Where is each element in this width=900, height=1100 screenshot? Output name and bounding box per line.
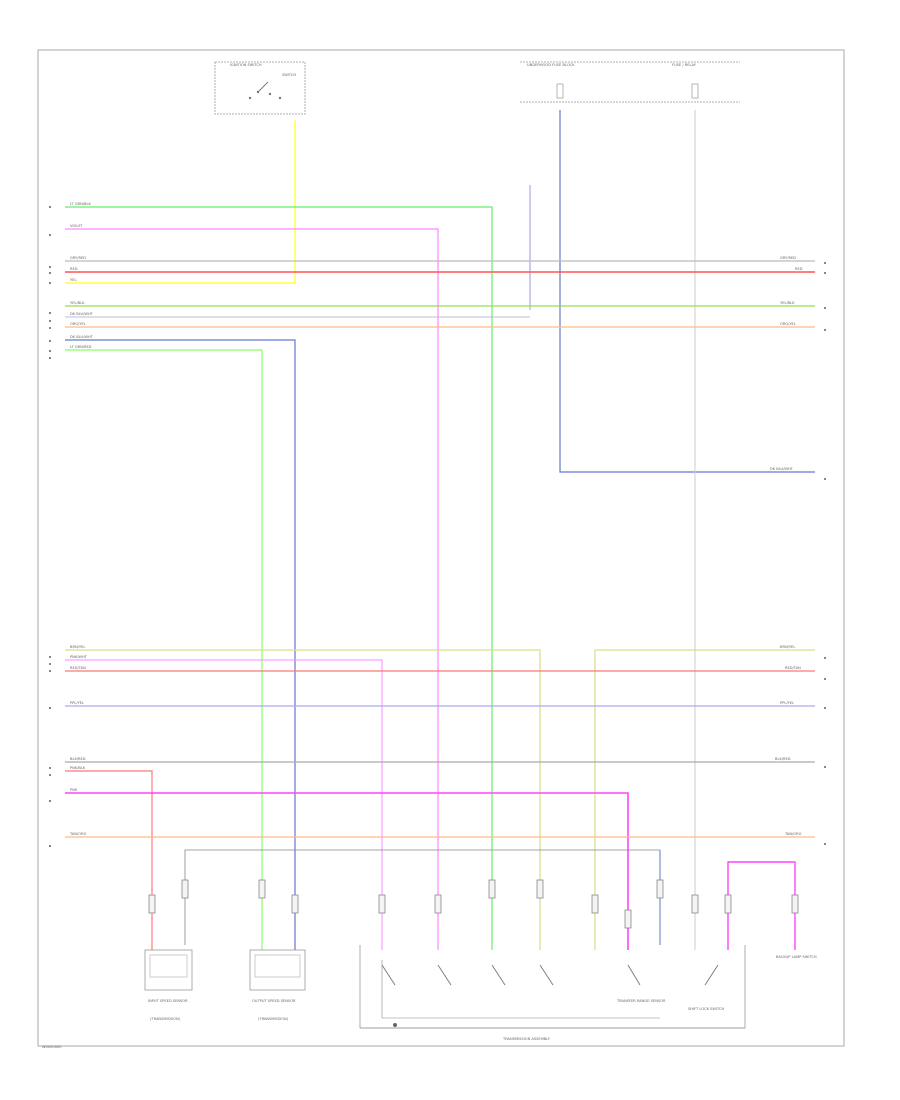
svg-text:DK BLU/WHT: DK BLU/WHT bbox=[70, 335, 94, 339]
input-speed-label: INPUT SPEED SENSOR bbox=[148, 999, 188, 1003]
output-speed-sub: (TRANSMISSION) bbox=[258, 1017, 289, 1021]
wire-brn-yel bbox=[65, 649, 541, 950]
svg-text:BRN/YEL: BRN/YEL bbox=[70, 645, 85, 649]
wire-yellow-ignition bbox=[65, 120, 296, 284]
wire-blue-2 bbox=[65, 339, 296, 950]
shift-lock-label: SHIFT LOCK SWITCH bbox=[688, 1007, 724, 1011]
svg-text:TAN/ORG: TAN/ORG bbox=[784, 832, 802, 836]
wire-pnk-wht bbox=[65, 659, 383, 950]
diagram-frame bbox=[37, 49, 845, 1047]
right-pin-marks bbox=[824, 262, 826, 845]
svg-text:RED: RED bbox=[70, 267, 78, 271]
svg-text:DK BLU/WHT: DK BLU/WHT bbox=[770, 467, 794, 471]
transmission-assembly: TRANSMISSION ASSEMBLY bbox=[359, 945, 746, 1041]
left-wire-labels: LT GRN/BLK VIOLET GRY/RED RED YEL YEL/BL… bbox=[69, 202, 94, 836]
wire-blue-fuse bbox=[559, 110, 815, 473]
wire-backup-loop bbox=[727, 861, 796, 950]
svg-text:BRN/YEL: BRN/YEL bbox=[780, 645, 795, 649]
ignition-switch-sub: SWITCH bbox=[282, 73, 296, 77]
svg-text:PNK/BLK: PNK/BLK bbox=[70, 766, 86, 770]
trans-range-label: TRANSFER RANGE SENSOR bbox=[616, 999, 666, 1003]
ignition-switch: IGNITION SWITCH SWITCH bbox=[214, 61, 306, 115]
svg-text:PPL/YEL: PPL/YEL bbox=[70, 701, 84, 705]
transmission-assembly-caption: TRANSMISSION ASSEMBLY bbox=[502, 1037, 551, 1041]
svg-text:ORG/YEL: ORG/YEL bbox=[780, 322, 796, 326]
footer-code: W0000000 bbox=[42, 1045, 62, 1049]
connector-stubs bbox=[148, 879, 799, 929]
svg-text:VIOLET: VIOLET bbox=[70, 224, 84, 228]
right-wire-labels: GRY/RED RED YEL/BLK ORG/YEL DK BLU/WHT B… bbox=[770, 256, 803, 836]
svg-text:RED: RED bbox=[795, 267, 803, 271]
svg-text:BLK/RED: BLK/RED bbox=[70, 757, 86, 761]
ground-bus bbox=[184, 849, 661, 945]
wire-pnk-blk bbox=[65, 770, 153, 950]
svg-text:LT GRN/BLK: LT GRN/BLK bbox=[70, 202, 91, 206]
svg-text:BLK/RED: BLK/RED bbox=[775, 757, 791, 761]
wire-ltgrn-blk bbox=[65, 206, 493, 950]
svg-text:GRY/RED: GRY/RED bbox=[70, 256, 86, 260]
backup-lamp-label: BACKUP LAMP SWITCH bbox=[776, 955, 817, 959]
svg-text:YEL/BLK: YEL/BLK bbox=[70, 301, 85, 305]
wire-pnk bbox=[65, 792, 629, 950]
svg-text:PNK: PNK bbox=[70, 788, 78, 792]
fuse-block-label: UNDERHOOD FUSE BLOCK bbox=[527, 63, 575, 67]
input-speed-sensor: INPUT SPEED SENSOR (TRANSMISSION) bbox=[144, 949, 193, 1021]
left-pin-marks bbox=[49, 206, 51, 847]
svg-text:LT GRN/RED: LT GRN/RED bbox=[70, 345, 92, 349]
svg-text:GRY/RED: GRY/RED bbox=[780, 256, 796, 260]
svg-text:PPL/YEL: PPL/YEL bbox=[780, 701, 794, 705]
input-speed-sub: (TRANSMISSION) bbox=[150, 1017, 181, 1021]
ignition-switch-label: IGNITION SWITCH bbox=[230, 63, 262, 67]
svg-text:ORG/YEL: ORG/YEL bbox=[70, 322, 86, 326]
wire-ltgrn-red bbox=[65, 349, 263, 950]
svg-text:YEL: YEL bbox=[70, 278, 76, 282]
wire-violet bbox=[65, 228, 439, 950]
svg-text:RED/TAN: RED/TAN bbox=[70, 666, 86, 670]
underhood-fuse-block: UNDERHOOD FUSE BLOCK FUSE / RELAY bbox=[520, 61, 740, 103]
svg-text:DK BLU/WHT: DK BLU/WHT bbox=[70, 312, 94, 316]
svg-text:YEL/BLK: YEL/BLK bbox=[780, 301, 795, 305]
svg-text:TAN/ORG: TAN/ORG bbox=[69, 832, 87, 836]
svg-text:PNK/WHT: PNK/WHT bbox=[70, 655, 88, 659]
svg-text:RED/TAN: RED/TAN bbox=[785, 666, 801, 670]
fuse-relay-label: FUSE / RELAY bbox=[672, 63, 697, 67]
output-speed-sensor: OUTPUT SPEED SENSOR (TRANSMISSION) bbox=[249, 949, 306, 1021]
output-speed-label: OUTPUT SPEED SENSOR bbox=[252, 999, 296, 1003]
